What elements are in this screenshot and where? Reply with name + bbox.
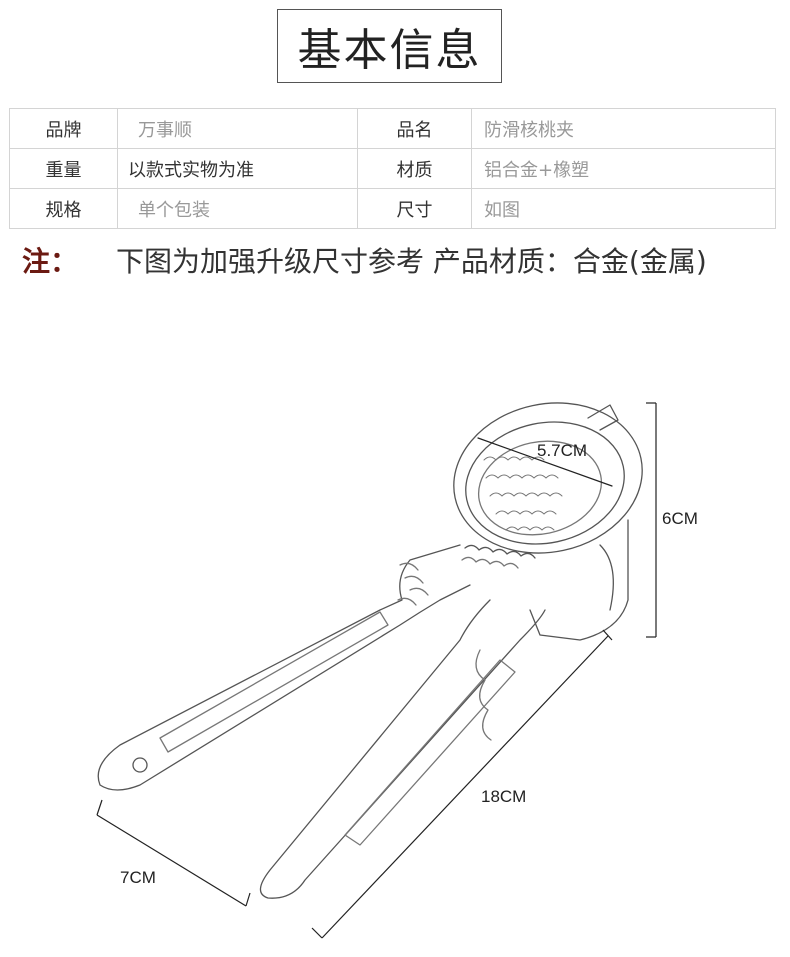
note-mark: 注： xyxy=(22,245,79,278)
nutcracker-drawing: 5.7CM 6CM 18CM 7CM xyxy=(96,402,698,939)
width-label: 7CM xyxy=(120,868,156,887)
brand-value: 万事顺 xyxy=(117,108,358,149)
material-value: 铝合金+橡塑 xyxy=(471,148,776,189)
table-row: 重量 以款式实物为准 材质 铝合金+橡塑 xyxy=(9,148,776,189)
table-row: 品牌 万事顺 品名 防滑核桃夹 xyxy=(9,108,776,149)
diameter-label: 5.7CM xyxy=(537,441,587,460)
length-label: 18CM xyxy=(481,787,526,806)
size-value: 如图 xyxy=(471,188,776,229)
spec-value: 单个包装 xyxy=(117,188,358,229)
brand-label: 品牌 xyxy=(9,108,118,149)
width-dimension xyxy=(96,799,251,907)
note-text: 下图为加强升级尺寸参考 产品材质：合金(金属) xyxy=(116,245,707,278)
product-name-value: 防滑核桃夹 xyxy=(471,108,776,149)
length-dimension xyxy=(311,629,613,939)
weight-value: 以款式实物为准 xyxy=(117,148,358,189)
table-row: 规格 单个包装 尺寸 如图 xyxy=(9,188,776,229)
height-dimension xyxy=(646,402,657,638)
product-name-label: 品名 xyxy=(357,108,472,149)
height-label: 6CM xyxy=(662,509,698,528)
weight-label: 重量 xyxy=(9,148,118,189)
material-label: 材质 xyxy=(357,148,472,189)
spec-label: 规格 xyxy=(9,188,118,229)
size-label: 尺寸 xyxy=(357,188,472,229)
section-title: 基本信息 xyxy=(277,9,502,83)
nutcracker-icon xyxy=(97,402,643,899)
note-line: 注： 下图为加强升级尺寸参考 产品材质：合金(金属) xyxy=(22,240,707,280)
spec-table: 品牌 万事顺 品名 防滑核桃夹 重量 以款式实物为准 材质 铝合金+橡塑 规格 … xyxy=(9,108,776,229)
